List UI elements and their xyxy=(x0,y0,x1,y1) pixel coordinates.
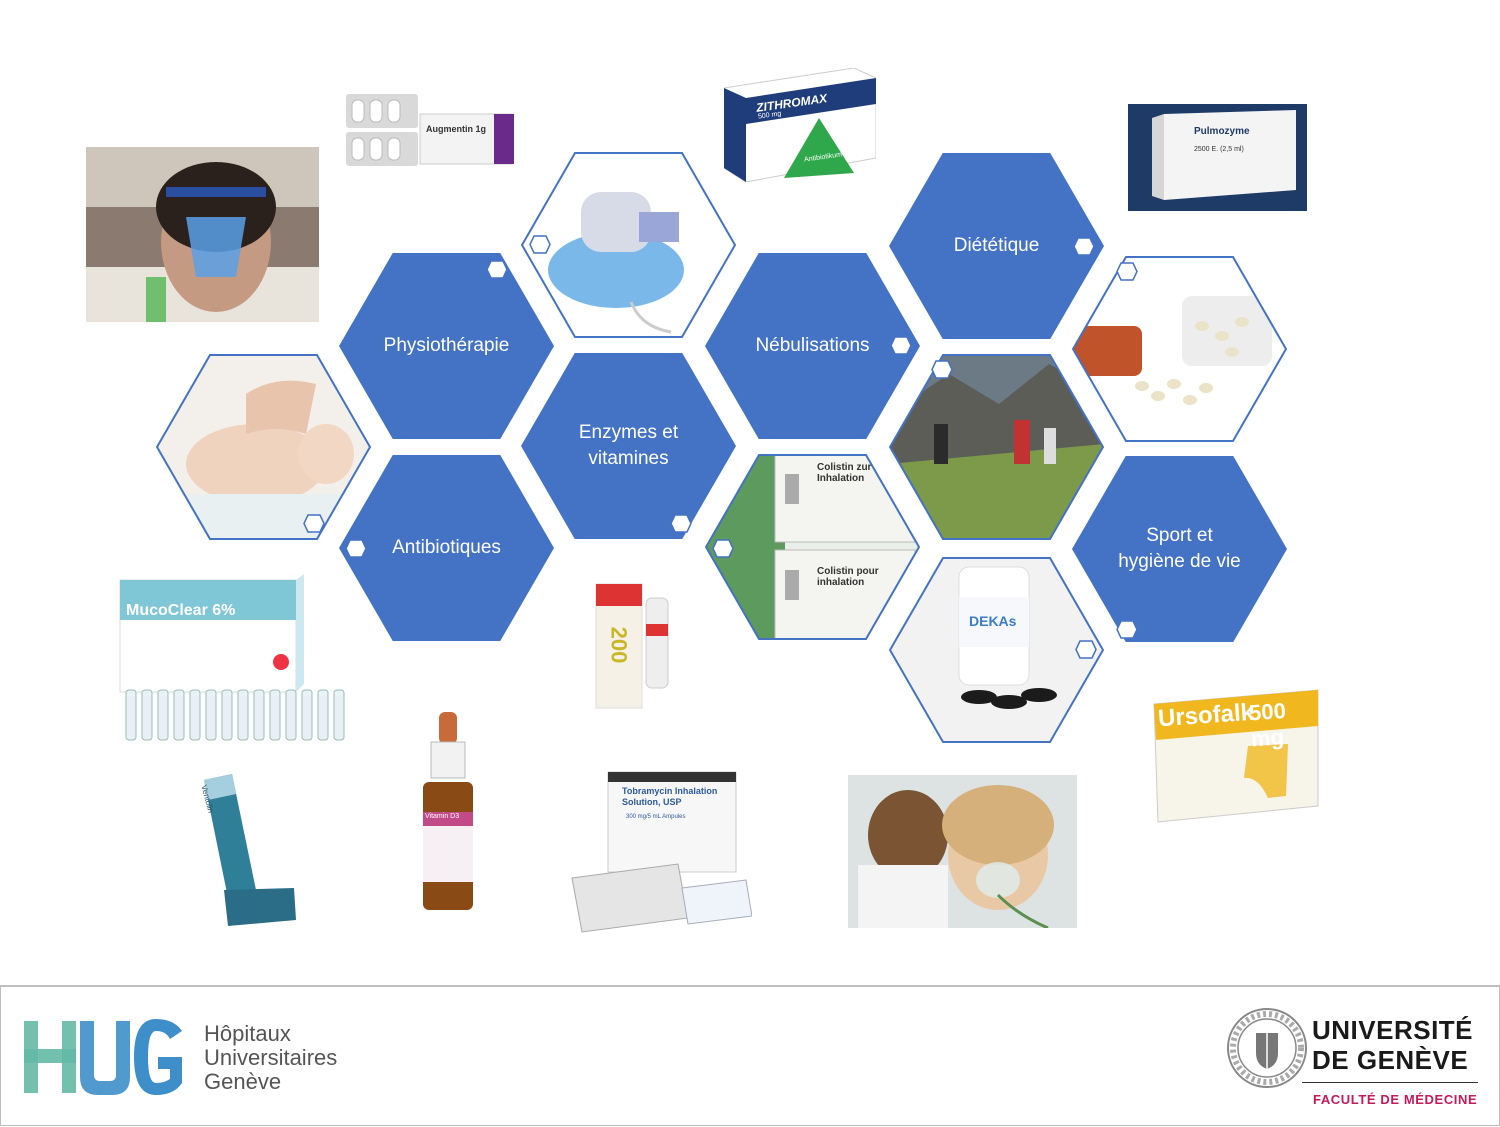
hex-nebulisations: Nébulisations xyxy=(705,253,920,439)
mini-hex-marker xyxy=(931,360,953,379)
mucoclear-label: MucoClear 6% xyxy=(126,602,236,619)
augmentin-label: Augmentin 1g xyxy=(426,124,486,134)
mini-hex-marker xyxy=(712,539,734,558)
unige-divider xyxy=(1302,1082,1478,1083)
mini-hex-marker xyxy=(890,336,912,355)
mini-hex-marker xyxy=(670,514,692,533)
photo-inhaler-200: 200 xyxy=(594,578,674,710)
hex-enzymes-label-1: Enzymes et xyxy=(578,422,679,443)
deka-label: DEKAs xyxy=(969,613,1017,629)
photo-pulmozyme: Pulmozyme 2500 E. (2,5 ml) xyxy=(1128,104,1307,211)
unige-seal-logo xyxy=(1227,1008,1307,1088)
footer: Hôpitaux Universitaires Genève UNIVERSIT… xyxy=(0,985,1500,1127)
tobramycin-label: Tobramycin Inhalation Solution, USP xyxy=(622,786,718,807)
hex-sport-label-2: hygiène de vie xyxy=(1118,551,1241,572)
hex-sport-label-1: Sport et xyxy=(1146,525,1213,546)
photo-patient-mask xyxy=(86,147,319,322)
hug-name: Hôpitaux Universitaires Genève xyxy=(204,1022,337,1094)
hex-enzymes-vitamines: Enzymes et vitamines xyxy=(521,353,736,539)
inhaler-dose: 200 xyxy=(606,626,632,664)
mini-hex-marker xyxy=(529,235,551,254)
hex-photo-pills xyxy=(1072,256,1287,442)
hex-photo-baby-massage xyxy=(156,354,371,540)
unige-faculty: FACULTÉ DE MÉDECINE xyxy=(1313,1092,1478,1107)
unige-line-2: DE GENÈVE xyxy=(1312,1045,1469,1075)
photo-zithromax: ZITHROMAX 500 mg Antibiotikum xyxy=(724,68,876,182)
hex-antibiotiques: Antibiotiques xyxy=(339,455,554,641)
photo-ventolin: Ventolin xyxy=(194,770,300,928)
photo-vitamin-d3: Vitamin D3 xyxy=(417,712,478,912)
mini-hex-marker xyxy=(1075,640,1097,659)
mini-hex-marker xyxy=(1116,262,1138,281)
mini-hex-marker xyxy=(345,539,367,558)
hex-nebulisations-label: Nébulisations xyxy=(755,335,870,356)
photo-augmentin: Augmentin 1g xyxy=(344,92,516,167)
mini-hex-marker xyxy=(303,514,325,533)
tobramycin-dose: 300 mg/5 mL Ampules xyxy=(626,814,686,820)
hex-photo-colistin: Colistin zur Inhalation Colistin pour in… xyxy=(705,454,920,640)
photo-tobramycin: Tobramycin Inhalation Solution, USP 300 … xyxy=(568,768,752,934)
photo-mucoclear: MucoClear 6% xyxy=(116,572,356,754)
hex-photo-running xyxy=(889,354,1104,540)
mini-hex-marker xyxy=(1073,237,1095,256)
hug-logo xyxy=(24,1019,182,1095)
hug-line-2: Universitaires xyxy=(204,1045,338,1070)
hex-sport-hygiene: Sport et hygiène de vie xyxy=(1072,456,1287,642)
hug-line-1: Hôpitaux xyxy=(204,1021,291,1046)
photo-child-inhalation xyxy=(848,775,1077,928)
colistin-label-1: Colistin zur Inhalation xyxy=(817,462,872,484)
hex-photo-deka: DEKAs xyxy=(889,557,1104,743)
mini-hex-marker xyxy=(486,260,508,279)
unige-line-1: UNIVERSITÉ xyxy=(1312,1015,1474,1045)
pulmozyme-dose: 2500 E. (2,5 ml) xyxy=(1194,146,1244,153)
slide: Augmentin 1g ZITHROMAX 500 mg Antibiotik… xyxy=(86,68,1322,934)
unige-title: UNIVERSITÉ DE GENÈVE xyxy=(1312,1015,1473,1075)
vitamin-label: Vitamin D3 xyxy=(425,813,460,820)
hex-dietetique-label: Diététique xyxy=(953,235,1040,256)
colistin-label-2: Colistin pour inhalation xyxy=(817,566,879,588)
hex-physiotherapie-label: Physiothérapie xyxy=(383,335,510,356)
hug-line-3: Genève xyxy=(204,1069,282,1094)
hex-enzymes-label-2: vitamines xyxy=(588,448,669,469)
mini-hex-marker xyxy=(1116,620,1138,639)
hex-antibiotiques-label: Antibiotiques xyxy=(392,537,501,558)
photo-ursofalk: Ursofalk 500 mg xyxy=(1148,686,1322,824)
pulmozyme-label: Pulmozyme xyxy=(1194,126,1250,137)
ursofalk-dose: 500 mg xyxy=(1248,698,1287,752)
hex-photo-nebulizer xyxy=(521,152,736,338)
